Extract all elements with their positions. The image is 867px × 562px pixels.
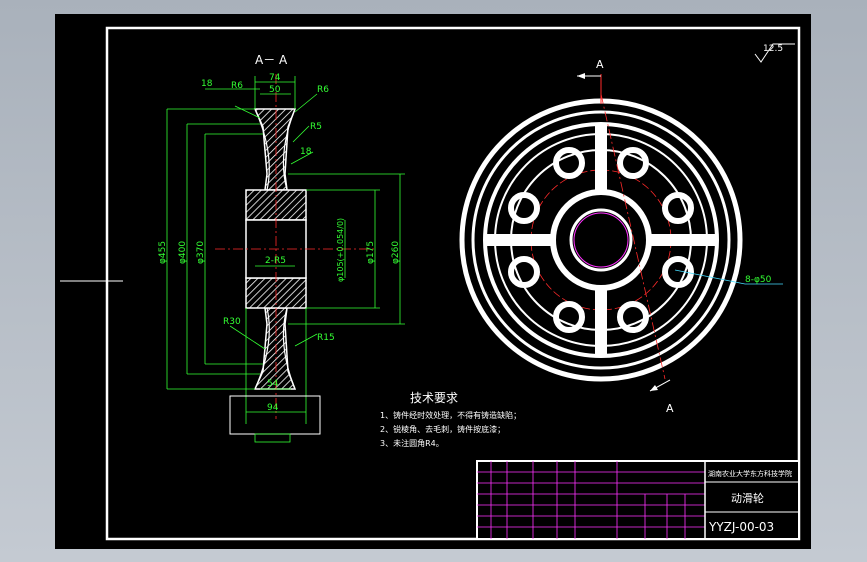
drawing-sheet: A－ A bbox=[55, 14, 811, 549]
dim-18-side: 18 bbox=[300, 147, 312, 157]
roughness-symbol bbox=[754, 43, 795, 63]
bore-circle bbox=[569, 208, 633, 272]
tech-item-2: 2、锐棱角、去毛刺，铸件按底漆； bbox=[380, 424, 505, 434]
dim-260: φ260 bbox=[391, 241, 401, 264]
cut-label-bottom: A bbox=[666, 402, 674, 415]
rim-top-section bbox=[253, 108, 297, 191]
dim-94: 94 bbox=[267, 403, 279, 413]
rim-bottom-section bbox=[253, 307, 297, 390]
spokes bbox=[485, 124, 717, 356]
dim-74: 74 bbox=[269, 73, 281, 83]
dim-370: φ370 bbox=[196, 241, 206, 264]
dim-175: φ175 bbox=[366, 241, 376, 264]
tech-item-1: 1、铸件经时效处理，不得有铸造缺陷； bbox=[380, 410, 521, 420]
dim-r15: R15 bbox=[317, 333, 335, 343]
dim-2-r5: 2-R5 bbox=[265, 256, 286, 266]
tech-item-3: 3、未注圆角R4。 bbox=[380, 438, 444, 448]
section-view: A－ A bbox=[158, 53, 405, 443]
roughness-value: 12.5 bbox=[763, 44, 783, 54]
base-frame bbox=[229, 395, 321, 435]
dim-r5: R5 bbox=[310, 122, 322, 132]
section-title: A－ A bbox=[255, 53, 288, 67]
cut-label-top: A bbox=[596, 58, 604, 71]
school-name: 湖南农业大学东方科技学院 bbox=[708, 469, 792, 478]
cad-drawing: A－ A bbox=[60, 26, 801, 541]
dim-r30: R30 bbox=[223, 317, 241, 327]
tech-requirements: 技术要求 1、铸件经时效处理，不得有铸造缺陷； 2、锐棱角、去毛刺，铸件按底漆；… bbox=[380, 391, 521, 448]
cut-line bbox=[600, 93, 666, 380]
hub bbox=[550, 189, 652, 291]
dim-18-top: 18 bbox=[201, 79, 213, 89]
dim-105: φ105(+0.054/0) bbox=[336, 218, 345, 282]
front-view: A A 8-φ50 12.5 bbox=[459, 43, 795, 415]
holes-label: 8-φ50 bbox=[745, 275, 772, 285]
part-name: 动滑轮 bbox=[731, 491, 764, 505]
dim-r6-right: R6 bbox=[317, 85, 329, 95]
lightening-holes bbox=[508, 147, 694, 333]
title-block: 湖南农业大学东方科技学院 动滑轮 YYZJ-00-03 bbox=[476, 460, 800, 540]
dim-r6-left: R6 bbox=[231, 81, 243, 91]
dim-54: 54 bbox=[267, 379, 279, 389]
drawing-number: YYZJ-00-03 bbox=[708, 520, 774, 534]
dim-50: 50 bbox=[269, 85, 281, 95]
tech-heading: 技术要求 bbox=[410, 391, 458, 405]
inner-frame bbox=[105, 26, 801, 541]
dim-400: φ400 bbox=[178, 241, 188, 264]
dim-455: φ455 bbox=[158, 241, 168, 264]
